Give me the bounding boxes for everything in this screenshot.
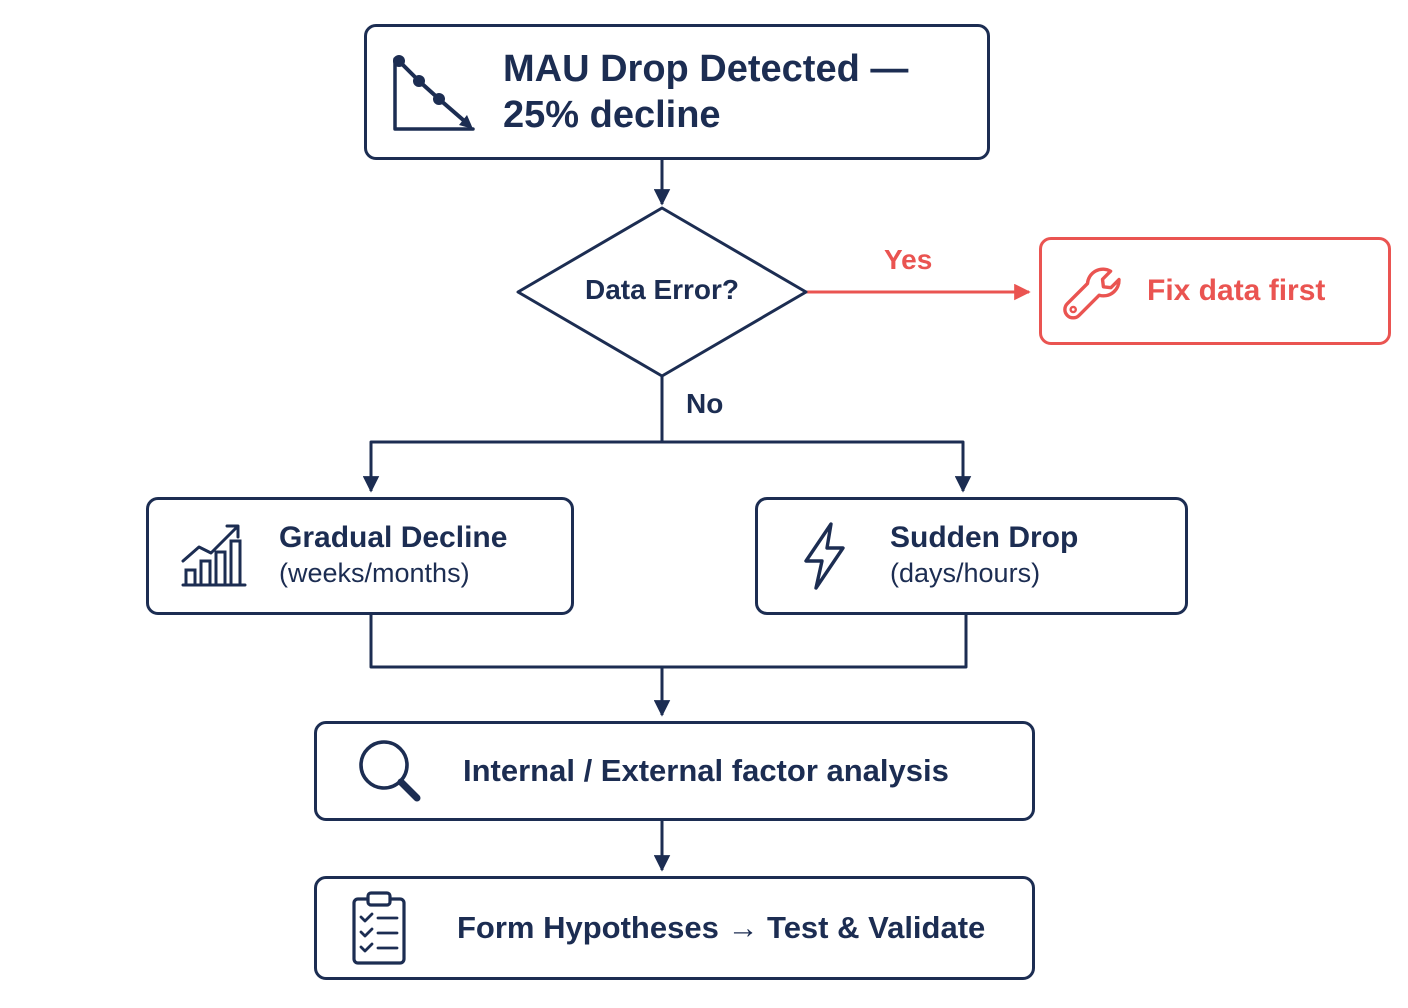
edge-gradual-to-analysis: [369, 615, 671, 717]
start-node: MAU Drop Detected — 25% decline: [364, 24, 990, 160]
edges: [362, 160, 1031, 872]
lightning-bolt-icon: [804, 522, 845, 590]
wrench-icon: [1063, 267, 1121, 320]
edge-decision-to-sudden: [662, 440, 972, 493]
decision-label: Data Error?: [584, 274, 740, 305]
factor-analysis-node: Internal / External factor analysis: [314, 721, 1035, 821]
factor-analysis-label: Internal / External factor analysis: [463, 753, 949, 788]
clipboard-checklist-icon: [352, 891, 406, 965]
start-title-line2: 25% decline: [503, 94, 721, 136]
fix-data-node: Fix data first: [1039, 237, 1391, 345]
edge-label-yes: Yes: [884, 244, 933, 275]
rising-bar-chart-icon: [181, 524, 247, 587]
fix-data-label: Fix data first: [1147, 274, 1326, 307]
sudden-drop-subtitle: (days/hours): [890, 558, 1041, 589]
hypotheses-label: Form Hypotheses → Test & Validate: [457, 910, 986, 945]
sudden-drop-node: Sudden Drop (days/hours): [755, 497, 1188, 615]
edge-decision-to-gradual: [362, 376, 664, 493]
sudden-drop-title: Sudden Drop: [890, 521, 1079, 555]
hypotheses-node: Form Hypotheses → Test & Validate: [314, 876, 1035, 980]
gradual-decline-title: Gradual Decline: [279, 521, 508, 555]
edge-sudden-to-analysis: [662, 615, 968, 669]
magnifier-icon: [359, 740, 421, 802]
gradual-decline-node: Gradual Decline (weeks/months): [146, 497, 574, 615]
decision-diamond: [516, 206, 808, 378]
declining-line-chart-icon: [393, 55, 475, 131]
start-title-line1: MAU Drop Detected —: [503, 47, 909, 90]
edge-label-no: No: [686, 388, 724, 419]
gradual-decline-subtitle: (weeks/months): [279, 558, 470, 589]
